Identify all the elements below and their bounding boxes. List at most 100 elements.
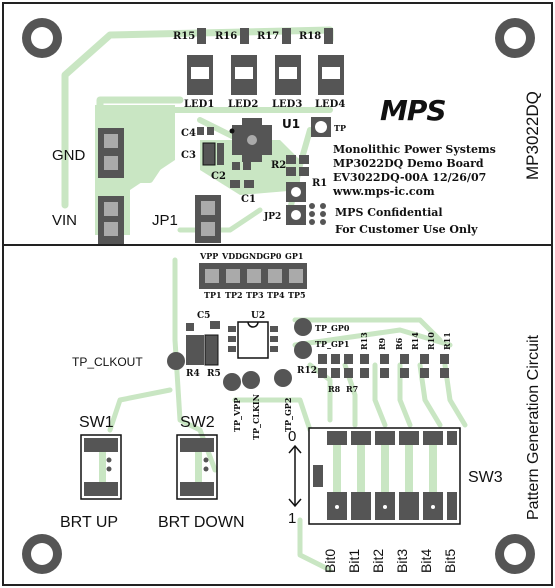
label-c3: C3 bbox=[181, 150, 196, 161]
label-r9: R9 bbox=[377, 337, 387, 350]
label-sw3-zero: 0 bbox=[288, 428, 296, 445]
label-brt-up: BRT UP bbox=[60, 514, 118, 531]
sw2-button[interactable] bbox=[176, 434, 218, 500]
label-vin: VIN bbox=[52, 212, 77, 229]
sw1-button[interactable] bbox=[80, 434, 122, 500]
label-jp1: JP1 bbox=[152, 212, 178, 229]
u2-chip bbox=[228, 321, 278, 359]
tp-gp1-pad[interactable] bbox=[294, 341, 312, 359]
tp-testpoint[interactable] bbox=[311, 117, 331, 137]
tp-gp2-pad[interactable] bbox=[274, 369, 292, 387]
label-tp: TP bbox=[334, 123, 346, 133]
label-led2: LED2 bbox=[228, 99, 258, 110]
jp1-jumper[interactable] bbox=[195, 195, 221, 243]
confidential-line-2: For Customer Use Only bbox=[335, 223, 478, 236]
tp-clkin-pad[interactable] bbox=[242, 371, 260, 389]
label-bit5: Bit5 bbox=[442, 549, 458, 573]
jp2-jumper[interactable] bbox=[286, 182, 306, 225]
c5-pads bbox=[186, 321, 220, 331]
resistor-array bbox=[318, 354, 449, 378]
company-text-block: Monolithic Power Systems MP3022DQ Demo B… bbox=[332, 143, 496, 198]
label-r8: R8 bbox=[328, 384, 341, 394]
mps-logo: MPS bbox=[380, 94, 446, 127]
tp-vpp-pad[interactable] bbox=[223, 373, 241, 391]
company-line-2: MP3022DQ Demo Board bbox=[333, 157, 484, 170]
label-brt-down: BRT DOWN bbox=[158, 514, 245, 531]
label-tp-gp1: TP_GP1 bbox=[315, 339, 349, 349]
r4-outline bbox=[204, 334, 219, 366]
label-r18: R18 bbox=[299, 31, 321, 42]
label-bit3: Bit3 bbox=[394, 549, 410, 573]
label-sw1: SW1 bbox=[79, 414, 114, 431]
vin-header[interactable] bbox=[98, 196, 124, 244]
label-r7: R7 bbox=[346, 384, 358, 394]
label-r14: R14 bbox=[410, 332, 420, 350]
part-number-vertical: MP3022DQ bbox=[523, 91, 542, 180]
label-jp2: JP2 bbox=[263, 212, 281, 222]
r1-pads bbox=[299, 155, 309, 176]
section-title-vertical: Pattern Generation Circuit bbox=[525, 334, 542, 520]
r4-r5-pads bbox=[186, 335, 218, 365]
label-r12: R12 bbox=[297, 366, 317, 376]
tp-gp0-pad[interactable] bbox=[294, 318, 312, 336]
pin-label-gp1: GP1 bbox=[285, 251, 303, 261]
sw3-dip-switch[interactable] bbox=[308, 427, 461, 525]
c1-pads bbox=[230, 180, 254, 188]
label-r5: R5 bbox=[207, 369, 221, 379]
pin-label-vdd: VDD bbox=[221, 251, 242, 261]
u1-chip bbox=[232, 118, 272, 162]
label-led1: LED1 bbox=[184, 99, 214, 110]
confidential-text: MPS Confidential For Customer Use Only bbox=[335, 206, 478, 236]
label-c5: C5 bbox=[197, 311, 210, 321]
pin-label-gnd: GND bbox=[242, 251, 263, 261]
pin-label-gp0: GP0 bbox=[263, 251, 282, 261]
label-tp-vpp: TP_VPP bbox=[232, 398, 242, 432]
label-sw2: SW2 bbox=[180, 414, 215, 431]
label-u1: U1 bbox=[282, 117, 300, 131]
label-sw3-one: 1 bbox=[288, 510, 296, 527]
label-tp-gp0: TP_GP0 bbox=[315, 323, 350, 333]
label-bit2: Bit2 bbox=[370, 549, 386, 573]
tp4-label: TP4 bbox=[267, 290, 285, 300]
sw3-direction-arrow bbox=[288, 444, 302, 508]
bit-labels: Bit0 Bit1 Bit2 Bit3 Bit4 Bit5 bbox=[322, 549, 458, 573]
pin1-marker bbox=[229, 128, 235, 134]
label-r1: R1 bbox=[312, 178, 327, 189]
tp1-label: TP1 bbox=[204, 290, 222, 300]
label-tp-clkin: TP_CLKIN bbox=[251, 394, 261, 440]
tp-labels: TP1 TP2 TP3 TP4 TP5 bbox=[204, 290, 306, 300]
label-tp-clkout: TP_CLKOUT bbox=[72, 355, 143, 369]
label-r10: R10 bbox=[426, 332, 436, 350]
tp3-label: TP3 bbox=[246, 290, 264, 300]
label-r13: R13 bbox=[359, 332, 369, 350]
mounting-holes bbox=[22, 18, 535, 574]
pin-label-vpp: VPP bbox=[199, 251, 218, 261]
label-c2: C2 bbox=[211, 171, 226, 182]
header-pin-labels: VPP VDD GND GP0 GP1 bbox=[199, 251, 303, 261]
label-u2: U2 bbox=[251, 311, 265, 321]
label-r15: R15 bbox=[173, 31, 195, 42]
c4-pads bbox=[197, 127, 214, 135]
tp5-label: TP5 bbox=[288, 290, 306, 300]
programming-header[interactable] bbox=[199, 263, 307, 289]
c2-pads bbox=[232, 162, 251, 170]
label-r2: R2 bbox=[271, 160, 286, 171]
label-tp-gp2: TP_GP2 bbox=[283, 398, 293, 432]
label-r11: R11 bbox=[442, 332, 452, 350]
r2-pads bbox=[286, 155, 296, 176]
label-gnd: GND bbox=[52, 147, 86, 164]
resistor-vertical-labels: R13 R9 R6 R14 R10 R11 bbox=[359, 332, 452, 350]
company-line-4: www.mps-ic.com bbox=[332, 185, 435, 198]
tp-clkout-pad[interactable] bbox=[167, 352, 185, 370]
label-c4: C4 bbox=[181, 128, 196, 139]
label-bit0: Bit0 bbox=[322, 549, 338, 573]
gnd-header[interactable] bbox=[98, 128, 124, 178]
label-bit4: Bit4 bbox=[418, 549, 434, 573]
label-r6: R6 bbox=[394, 337, 404, 350]
company-line-3: EV3022DQ-00A 12/26/07 bbox=[333, 171, 486, 184]
c3-pads bbox=[202, 142, 224, 166]
label-sw3: SW3 bbox=[468, 469, 503, 486]
company-line-1: Monolithic Power Systems bbox=[333, 143, 496, 156]
label-r16: R16 bbox=[215, 31, 237, 42]
